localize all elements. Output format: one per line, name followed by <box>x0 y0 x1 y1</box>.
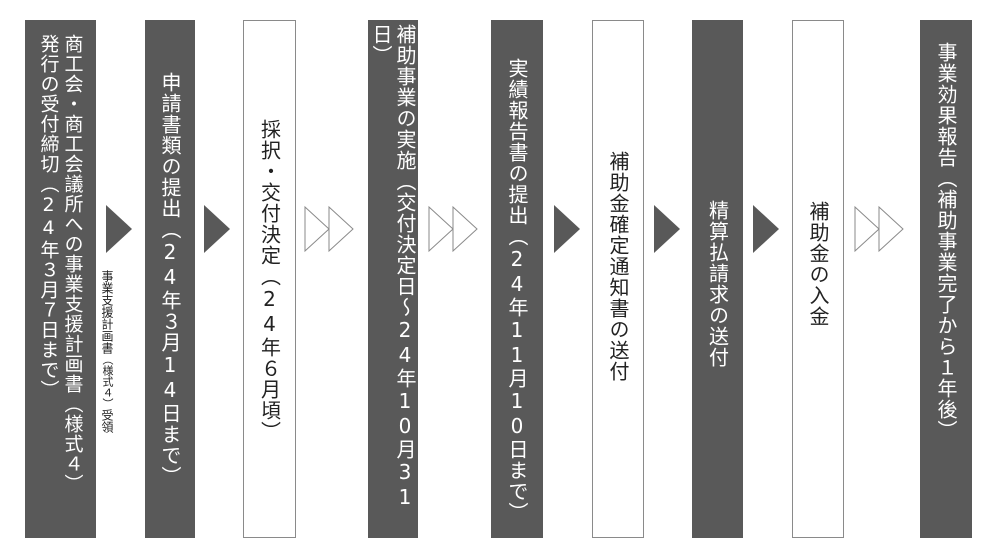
step-8-box: 補助金の入金 <box>792 20 844 538</box>
step-3-text: 採択・交付決定（24年６月頃） <box>258 119 282 442</box>
step-5-text: 実績報告書の提出（24年11月10日まで） <box>505 58 529 523</box>
step-2-line-1: 申請書類の提出（24年３月14日まで） <box>158 72 182 487</box>
solid-arrow-icon <box>753 205 779 253</box>
note-tail: 受領 <box>100 409 114 433</box>
step-6-text: 補助金確定通知書の送付 <box>606 151 630 382</box>
step-6-box: 補助金確定通知書の送付 <box>592 20 644 538</box>
note-main: 事業支援計画書 <box>100 270 114 354</box>
step-7-line-1: 精算払請求の送付 <box>705 200 730 368</box>
solid-arrow-icon <box>106 205 132 253</box>
step-9-box: 事業効果報告（補助事業完了から１年後） <box>920 20 972 538</box>
step-8-text: 補助金の入金 <box>806 201 830 327</box>
step-4-box: 補助事業の実施（交付決定日～24年10月31日） <box>368 20 418 538</box>
step-1-line-2: 発行の受付締切（24年３月７日まで） <box>37 34 60 400</box>
step-2-text: 申請書類の提出（24年３月14日まで） <box>158 72 182 487</box>
step-7-text: 精算払請求の送付 <box>706 200 730 368</box>
solid-arrow-icon <box>204 205 230 253</box>
step-3-box: 採択・交付決定（24年６月頃） <box>243 20 296 538</box>
step-1-note: 事業支援計画書（様式４）受領 <box>98 270 116 538</box>
step-9-text: 事業効果報告（補助事業完了から１年後） <box>934 42 958 441</box>
step-4-line-1: 補助事業の実施（交付決定日～24年10月31日） <box>369 24 417 510</box>
step-1-box: 商工会・商工会議所への事業支援計画書（様式４） 発行の受付締切（24年３月７日ま… <box>25 20 96 538</box>
step-2-box: 申請書類の提出（24年３月14日まで） <box>145 20 195 538</box>
step-4-text: 補助事業の実施（交付決定日～24年10月31日） <box>369 24 417 538</box>
step-3-line-1: 採択・交付決定（24年６月頃） <box>257 119 282 442</box>
step-7-box: 精算払請求の送付 <box>692 20 743 538</box>
step-6-line-1: 補助金確定通知書の送付 <box>606 151 630 382</box>
double-chevron-icon <box>304 205 354 253</box>
step-1-line-1: 商工会・商工会議所への事業支援計画書（様式４） <box>61 34 84 494</box>
step-5-line-1: 実績報告書の提出（24年11月10日まで） <box>505 58 529 523</box>
note-paren: （様式４） <box>101 354 114 409</box>
step-8-line-1: 補助金の入金 <box>806 201 830 327</box>
step-9-line-1: 事業効果報告（補助事業完了から１年後） <box>934 42 958 441</box>
solid-arrow-icon <box>654 205 680 253</box>
double-chevron-icon <box>854 205 904 253</box>
step-5-box: 実績報告書の提出（24年11月10日まで） <box>491 20 543 538</box>
step-1-text: 商工会・商工会議所への事業支援計画書（様式４） 発行の受付締切（24年３月７日ま… <box>37 34 85 494</box>
double-chevron-icon <box>428 205 478 253</box>
solid-arrow-icon <box>554 205 580 253</box>
